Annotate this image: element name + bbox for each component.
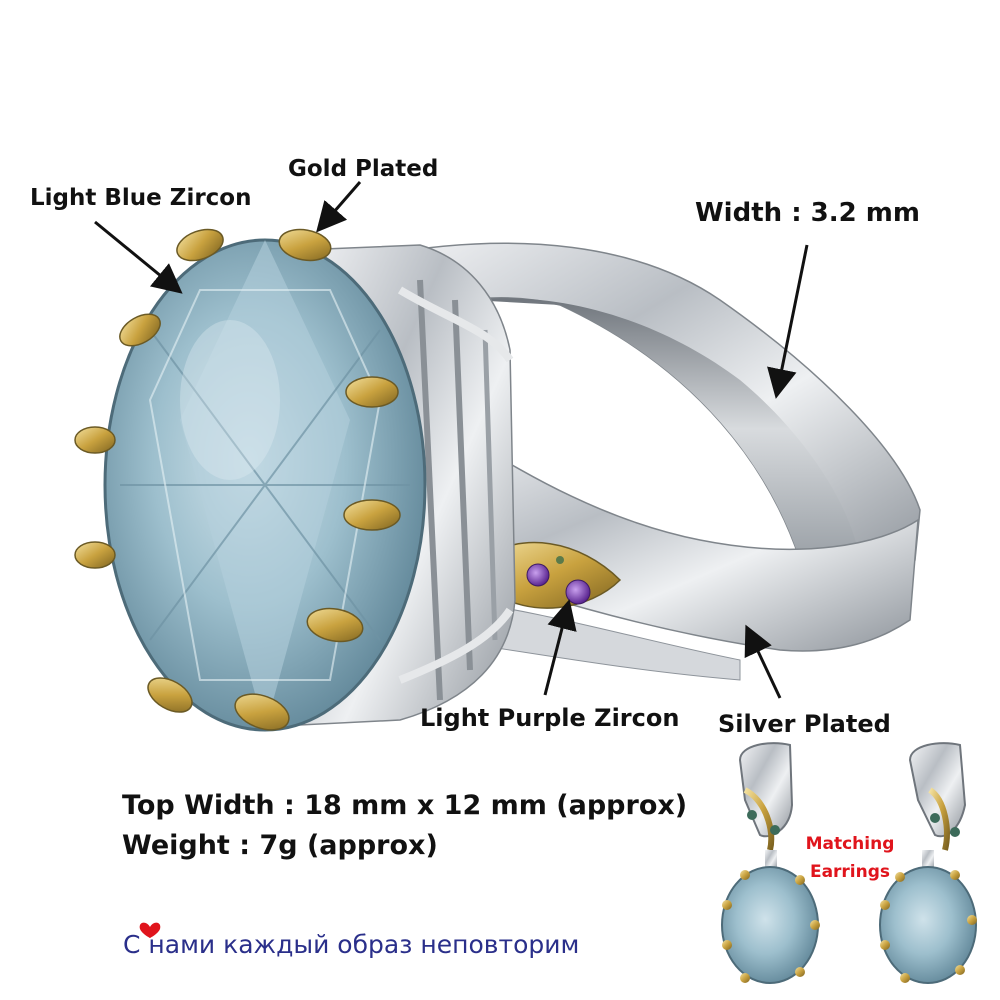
heart-icon [139,922,161,938]
label-gold-plated: Gold Plated [288,156,439,182]
spec-top-width: Top Width : 18 mm x 12 mm (approx) [122,790,688,821]
label-light-purple-zircon: Light Purple Zircon [420,704,680,732]
purple-zircon-2 [565,579,591,605]
spec-weight: Weight : 7g (approx) [122,830,438,861]
slogan: С нами каждый образ неповторим [123,930,580,959]
annotation-arrows [94,181,809,699]
matching-earrings-line1: Matching [805,834,895,854]
gold-prongs [74,228,401,731]
label-silver-plated: Silver Plated [718,710,891,738]
matching-earrings [721,742,977,984]
purple-zircon-1 [526,563,550,587]
matching-earrings-line2: Earrings [809,862,891,882]
label-light-blue-zircon: Light Blue Zircon [30,185,252,211]
earring-left [721,742,820,984]
light-blue-zircon-stone [103,238,427,732]
matching-earrings-label: Matching Earrings [800,830,900,886]
label-width: Width : 3.2 mm [695,198,920,228]
earring-right [879,742,977,984]
